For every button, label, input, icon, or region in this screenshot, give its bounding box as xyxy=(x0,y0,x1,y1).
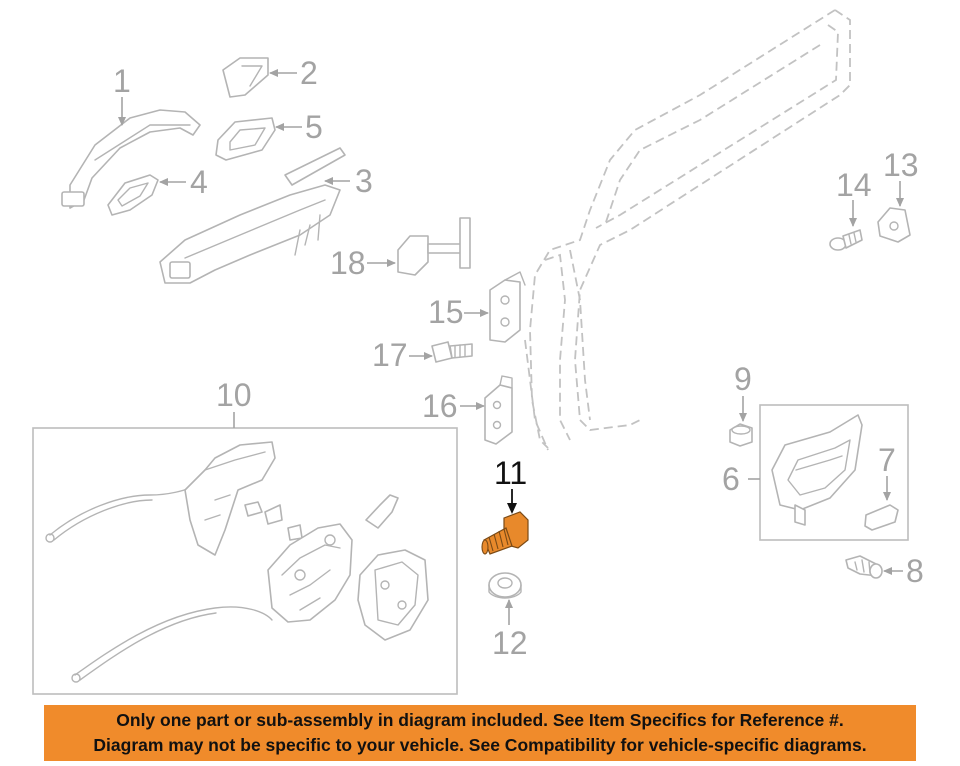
part-11-screw-highlighted xyxy=(481,511,529,555)
part-14-screw xyxy=(829,229,863,251)
callout-14: 14 xyxy=(836,167,872,203)
part-3-handle-frame xyxy=(159,147,346,284)
callout-16: 16 xyxy=(422,388,458,424)
part-15-hinge-upper xyxy=(489,271,526,343)
part-13-bracket xyxy=(877,207,911,243)
disclaimer-line-1: Only one part or sub-assembly in diagram… xyxy=(116,710,844,730)
callout-18: 18 xyxy=(330,245,366,281)
part-5-gasket xyxy=(215,117,276,161)
callout-12: 12 xyxy=(492,625,528,661)
part-17-bolt xyxy=(431,341,473,363)
part-10-latch-assembly xyxy=(45,441,429,683)
callout-13: 13 xyxy=(883,147,919,183)
part-16-hinge-lower xyxy=(484,375,513,445)
part-12-washer xyxy=(488,572,522,599)
callout-9: 9 xyxy=(734,361,752,397)
callout-2: 2 xyxy=(300,55,318,91)
callout-4: 4 xyxy=(190,164,208,200)
part-6-inner-handle xyxy=(771,414,863,526)
callout-6: 6 xyxy=(722,461,740,497)
callout-8: 8 xyxy=(906,553,924,589)
callout-1: 1 xyxy=(113,63,131,99)
part-6-inset-box xyxy=(759,404,909,541)
part-10-inset-box xyxy=(32,427,458,695)
part-4-small-gasket xyxy=(107,174,159,216)
disclaimer-banner: Only one part or sub-assembly in diagram… xyxy=(44,705,916,761)
callout-7: 7 xyxy=(878,442,896,478)
callout-10: 10 xyxy=(216,377,252,413)
part-1-outer-handle xyxy=(61,109,201,209)
callout-15: 15 xyxy=(428,294,464,330)
part-7-cover xyxy=(864,504,899,531)
part-9-grommet xyxy=(729,423,753,447)
door-shell-outline xyxy=(524,9,851,451)
disclaimer-line-2: Diagram may not be specific to your vehi… xyxy=(93,735,867,755)
callout-11: 11 xyxy=(494,455,527,491)
part-8-screw xyxy=(845,555,883,579)
callout-17: 17 xyxy=(372,337,408,373)
part-18-door-check xyxy=(397,217,471,276)
callout-5: 5 xyxy=(305,109,323,145)
part-2-handle-cap xyxy=(222,57,269,98)
callout-3: 3 xyxy=(355,163,373,199)
